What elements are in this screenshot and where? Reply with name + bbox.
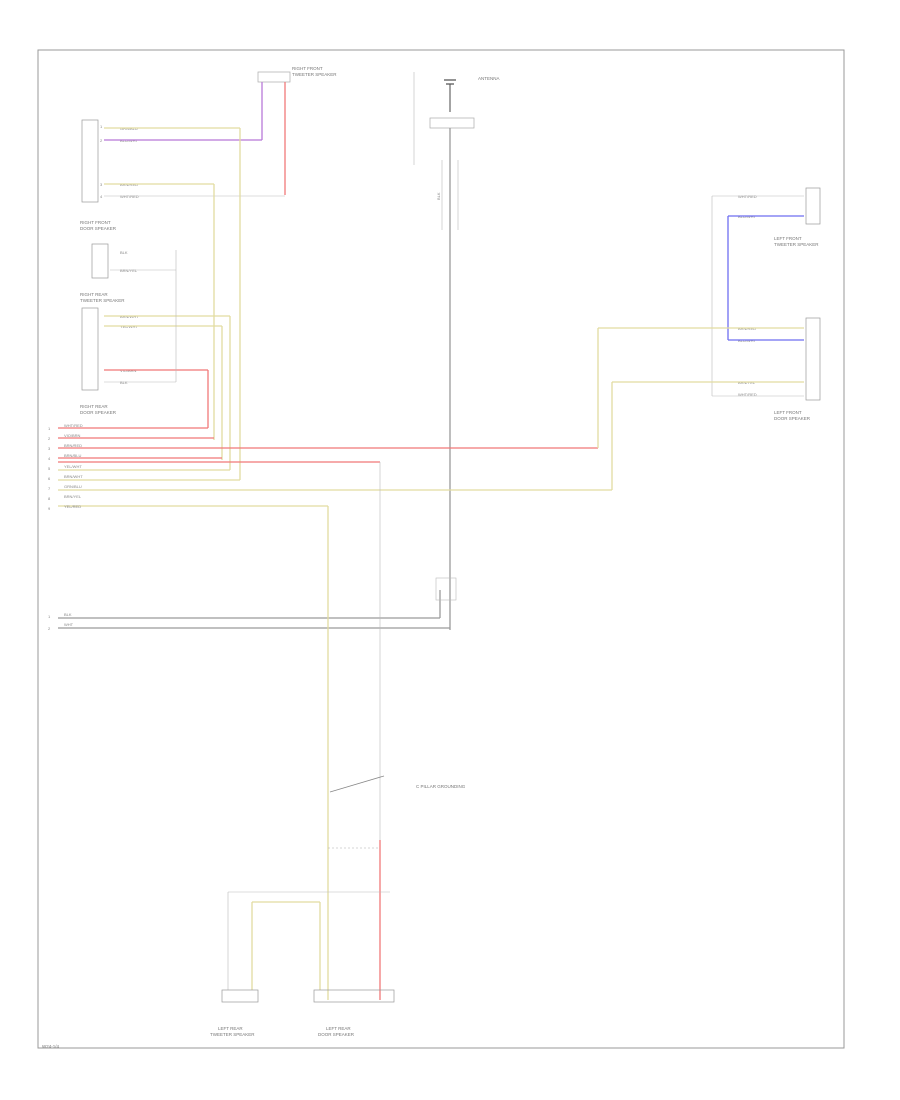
left-front-tweeter-sublabel: TWEETER SPEAKER [774,242,819,247]
bus-wire-4: BRN/BLU [64,453,81,458]
ground-lines: 1 2 BLK WHT [48,577,457,631]
bus-pin-8: 8 [48,496,51,501]
gnd-wire-1: BLK [64,612,72,617]
left-rear-door-speaker-box [313,989,395,1003]
wire-wht-red-lf: WHT/RED [738,194,757,199]
wire-brn-yel: BRN/YEL [120,268,138,273]
left-rear-tweeter-label: LEFT REAR [218,1026,243,1031]
antenna-group: ANTENNA BLK [413,72,500,630]
left-front-door-speaker-box [805,317,821,401]
ground-splice [435,577,457,601]
bus-pin-2: 2 [48,436,51,441]
vertical-runs [175,128,241,480]
bus-wire-3: BRN/RED [64,443,82,448]
left-rear-tweeter-group: LEFT REAR TWEETER SPEAKER [210,891,390,1037]
bus-wire-9: YEL/RED [64,504,81,509]
left-front-door-speaker-label: LEFT FRONT [774,410,802,415]
pin-2: 2 [100,138,103,143]
right-front-tweeter-connector [257,71,291,83]
right-front-door-speaker-sublabel: DOOR SPEAKER [80,226,117,231]
rear-drop-wires: C PILLAR GROUNDING [327,462,466,1000]
right-rear-door-speaker-sublabel: DOOR SPEAKER [80,410,117,415]
wire-wht-red: WHT/RED [120,194,139,199]
bus-wire-1: WHT/RED [64,423,83,428]
right-rear-door-speaker-label: RIGHT REAR [80,404,108,409]
left-rear-door-speaker-label: LEFT REAR [326,1026,351,1031]
bus-pin-5: 5 [48,466,51,471]
bus-wire-7: GRN/BLU [64,484,82,489]
pin-3: 3 [100,182,103,187]
antenna-label: ANTENNA [478,76,500,81]
right-front-door-speaker-box [81,119,99,203]
right-front-door-speaker-label: RIGHT FRONT [80,220,111,225]
right-rear-tweeter-sublabel: TWEETER SPEAKER [80,298,125,303]
bus-pin-6: 6 [48,476,51,481]
right-front-tweeter-sublabel: TWEETER SPEAKER [292,72,337,77]
bus-wire-6: BRN/WHT [64,474,83,479]
bus-pin-3: 3 [48,446,51,451]
gnd-wire-2: WHT [64,622,74,627]
right-rear-door-speaker-group: BRN/WHT YEL/WHT VIO/BRN BLK RIGHT REAR D… [80,307,230,415]
left-front-door-speaker-group: BRN/RED BLU/WHT BRN/YEL WHT/RED LEFT FRO… [597,317,821,490]
bus-wire-2: VIO/BRN [64,433,81,438]
right-rear-tweeter-group: BLK BRN/YEL RIGHT REAR TWEETER SPEAKER [80,243,176,303]
bus-wire-5: YEL/WHT [64,464,82,469]
right-front-tweeter-label: RIGHT FRONT [292,66,323,71]
antenna-wire-label: BLK [436,192,441,200]
page-number: W24-1/4 [42,1044,60,1049]
left-rear-tweeter-sublabel: TWEETER SPEAKER [210,1032,255,1037]
right-rear-door-speaker-box [81,307,99,391]
left-front-door-speaker-sublabel: DOOR SPEAKER [774,416,811,421]
left-front-tweeter-box [805,187,821,225]
main-bus: 1 2 3 4 5 6 7 8 9 WHT/RED VIO/BRN BRN/RE… [48,423,612,511]
pin-1: 1 [100,124,103,129]
bus-pin-1: 1 [48,426,51,431]
gnd-pin-2: 2 [48,626,51,631]
wire-blk-a: BLK [120,250,128,255]
left-rear-door-speaker-group: LEFT REAR DOOR SPEAKER [313,989,395,1037]
right-front-door-speaker-group: 1 2 3 4 GRN/BLU BLU/WHT BRN/RED WHT/RED … [80,119,285,231]
bus-pin-9: 9 [48,506,51,511]
diagram-frame [37,49,845,1049]
right-rear-tweeter-box [91,243,109,279]
bus-pin-4: 4 [48,456,51,461]
gnd-pin-1: 1 [48,614,51,619]
bus-pin-7: 7 [48,486,51,491]
left-front-tweeter-group: WHT/RED BLU/WHT LEFT FRONT TWEETER SPEAK… [711,187,821,396]
left-rear-door-speaker-sublabel: DOOR SPEAKER [318,1032,355,1037]
wire-wht-red-lf2: WHT/RED [738,392,757,397]
right-front-tweeter-group: RIGHT FRONT TWEETER SPEAKER [257,66,337,195]
right-rear-tweeter-label: RIGHT REAR [80,292,108,297]
left-front-tweeter-label: LEFT FRONT [774,236,802,241]
pin-4: 4 [100,194,103,199]
c-pillar-grounding-label: C PILLAR GROUNDING [416,784,466,789]
antenna-bracket [429,117,475,129]
wire-blk-b: BLK [120,380,128,385]
bus-wire-8: BRN/YEL [64,494,82,499]
left-rear-tweeter-box [221,989,259,1003]
